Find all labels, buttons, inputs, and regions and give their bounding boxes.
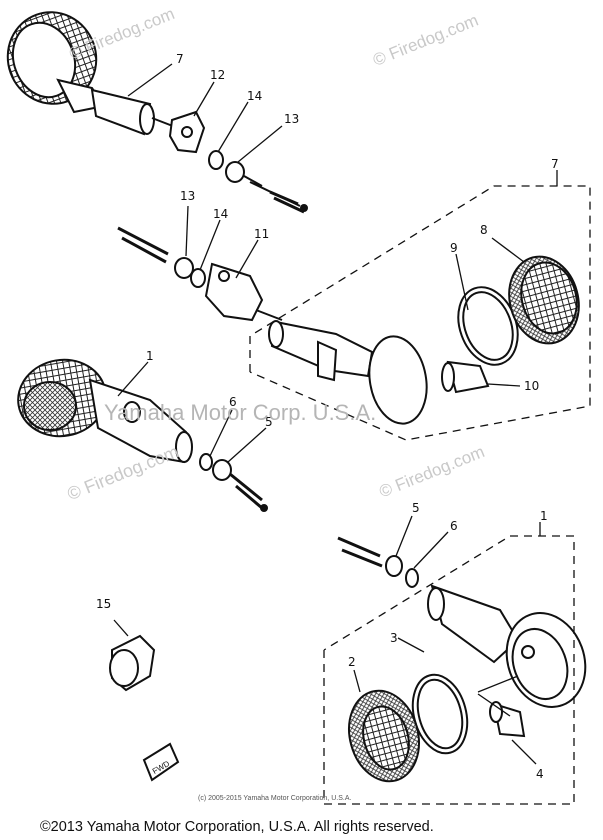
dashed-group-box-7 — [249, 170, 591, 441]
right-washer-6 — [405, 568, 419, 588]
callout-6-right: 6 — [450, 519, 458, 533]
watermark-yamaha: Yamaha Motor Corp. U.S.A. — [104, 400, 376, 425]
callout-leaders-middle — [185, 205, 525, 387]
fwd-badge: FWD — [142, 742, 180, 782]
top-turn-signal-assembly — [6, 11, 308, 214]
callout-5-left: 5 — [265, 415, 273, 429]
callout-numbers: 7 12 14 13 7 8 9 13 14 11 10 1 6 5 1 5 6… — [96, 52, 559, 781]
lens-group-lower — [348, 673, 526, 783]
left-washer-6 — [199, 453, 213, 471]
callout-leaders-right — [353, 515, 537, 765]
top-washer — [208, 150, 224, 170]
callout-4: 4 — [536, 767, 544, 781]
callout-14-top: 14 — [247, 89, 262, 103]
left-turn-signal-assembly — [17, 358, 268, 512]
callout-8: 8 — [480, 223, 488, 237]
callout-1-left: 1 — [146, 349, 154, 363]
bulb-assembly-right — [441, 360, 490, 394]
relay-15 — [109, 619, 156, 692]
footer-copyright: ©2013 Yamaha Motor Corporation, U.S.A. A… — [40, 819, 434, 835]
watermark-firedog-top-right: © Firedog.com — [370, 11, 481, 70]
top-nut — [225, 161, 245, 183]
callout-5-right: 5 — [412, 501, 420, 515]
callout-3: 3 — [390, 631, 398, 645]
left-nut-5 — [212, 459, 232, 481]
callout-11: 11 — [254, 227, 269, 241]
callout-leaders-left — [117, 361, 267, 463]
callout-13-top: 13 — [284, 112, 299, 126]
dashed-group-box-1 — [323, 522, 575, 805]
callout-7-right: 7 — [551, 157, 559, 171]
right-housing-body — [430, 584, 520, 664]
callout-9: 9 — [450, 241, 458, 255]
lens-group-upper — [457, 255, 580, 366]
watermark-firedog-mid-right: © Firedog.com — [377, 442, 488, 501]
callout-6-left: 6 — [229, 395, 237, 409]
middle-bracket — [204, 262, 264, 322]
callout-7-top: 7 — [176, 52, 184, 66]
middle-washer — [190, 268, 206, 288]
small-copyright: (c) 2005-2015 Yamaha Motor Corporation, … — [198, 795, 351, 802]
callout-leaders-top — [127, 63, 283, 163]
middle-housing — [368, 335, 428, 425]
watermark-firedog-mid-left: © Firedog.com — [64, 441, 181, 504]
callout-13-mid: 13 — [180, 189, 195, 203]
callout-2: 2 — [348, 655, 356, 669]
top-stalk — [90, 88, 152, 136]
callout-10: 10 — [524, 379, 539, 393]
callout-14-mid: 14 — [213, 207, 228, 221]
right-turn-signal-assembly — [337, 536, 587, 708]
callout-15: 15 — [96, 597, 111, 611]
middle-turn-signal-assembly — [117, 226, 428, 425]
callout-1-right: 1 — [540, 509, 548, 523]
callout-12: 12 — [210, 68, 225, 82]
middle-nut — [174, 257, 194, 279]
right-nut-5 — [385, 555, 403, 577]
